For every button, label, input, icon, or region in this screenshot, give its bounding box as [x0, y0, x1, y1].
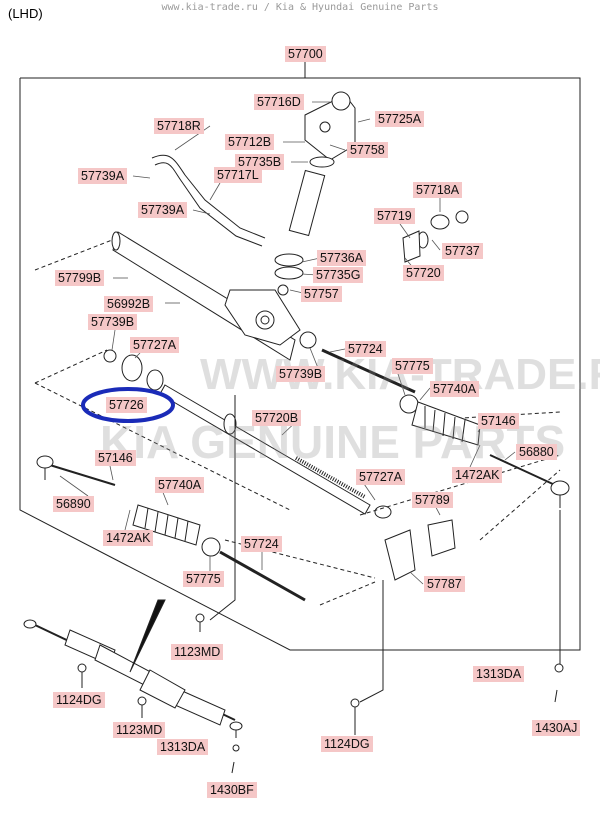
part-label-57720[interactable]: 57720 — [403, 265, 444, 281]
part-label-57719[interactable]: 57719 — [374, 208, 415, 224]
part-label-57789[interactable]: 57789 — [412, 492, 453, 508]
part-label-57736A[interactable]: 57736A — [317, 250, 367, 266]
part-label-57718R[interactable]: 57718R — [154, 118, 204, 134]
boot-left — [132, 504, 201, 546]
part-label-1123MD-upper[interactable]: 1123MD — [171, 644, 224, 660]
part-label-57739B-left[interactable]: 57739B — [88, 314, 138, 330]
boot-right — [411, 401, 481, 446]
part-label-57735B[interactable]: 57735B — [235, 154, 285, 170]
part-label-56880[interactable]: 56880 — [516, 444, 557, 460]
part-label-57739A-lower[interactable]: 57739A — [138, 202, 188, 218]
part-label-57740A-upper[interactable]: 57740A — [430, 381, 480, 397]
part-label-57727A-lower[interactable]: 57727A — [356, 469, 406, 485]
part-label-56992B[interactable]: 56992B — [104, 296, 154, 312]
site-url: www.kia-trade.ru / Kia & Hyundai Genuine… — [161, 2, 439, 13]
bolts — [77, 613, 564, 774]
part-label-57724-upper[interactable]: 57724 — [345, 341, 386, 357]
rack-housing — [111, 231, 301, 361]
part-label-1472AK-right[interactable]: 1472AK — [452, 467, 503, 483]
part-label-57799B[interactable]: 57799B — [55, 270, 105, 286]
assembly-overview — [23, 619, 243, 738]
part-label-57718A[interactable]: 57718A — [413, 182, 463, 198]
variant-label: (LHD) — [8, 6, 43, 21]
part-label-57724-lower[interactable]: 57724 — [241, 536, 282, 552]
valve-body — [274, 91, 356, 296]
part-label-57739A-upper[interactable]: 57739A — [78, 168, 128, 184]
tie-rod-end-right — [489, 454, 570, 508]
part-label-57727A-upper[interactable]: 57727A — [130, 337, 180, 353]
part-label-57775-lower[interactable]: 57775 — [183, 571, 224, 587]
highlight-ring — [81, 387, 175, 423]
frame-outline — [19, 77, 581, 651]
part-label-1430BF[interactable]: 1430BF — [207, 782, 257, 798]
part-label-56890[interactable]: 56890 — [53, 496, 94, 512]
part-label-57146-right[interactable]: 57146 — [478, 413, 519, 429]
part-label-57726[interactable]: 57726 — [106, 397, 147, 413]
part-label-1472AK-left[interactable]: 1472AK — [103, 530, 154, 546]
part-label-1124DG-right[interactable]: 1124DG — [321, 736, 373, 752]
rack-bar — [159, 384, 371, 515]
part-label-1430AJ[interactable]: 1430AJ — [532, 720, 581, 736]
part-label-57737[interactable]: 57737 — [442, 243, 483, 259]
part-label-1124DG-left[interactable]: 1124DG — [53, 692, 105, 708]
part-label-1313DA-left[interactable]: 1313DA — [157, 739, 209, 755]
part-label-57725A[interactable]: 57725A — [375, 111, 425, 127]
part-label-57716D[interactable]: 57716D — [254, 94, 304, 110]
part-label-57758[interactable]: 57758 — [347, 142, 388, 158]
part-label-1123MD-lower[interactable]: 1123MD — [113, 722, 166, 738]
part-label-1313DA-right[interactable]: 1313DA — [473, 666, 525, 682]
part-label-57739B-right[interactable]: 57739B — [276, 366, 326, 382]
part-label-57787[interactable]: 57787 — [424, 576, 465, 592]
part-label-57735G[interactable]: 57735G — [313, 267, 364, 283]
part-label-57700[interactable]: 57700 — [285, 46, 326, 62]
part-label-57757[interactable]: 57757 — [301, 286, 342, 302]
part-label-57717L[interactable]: 57717L — [214, 167, 262, 183]
part-label-57720B[interactable]: 57720B — [252, 410, 302, 426]
part-label-57775-upper[interactable]: 57775 — [392, 358, 433, 374]
part-label-57740A-lower[interactable]: 57740A — [155, 477, 205, 493]
tie-rod-end-left — [36, 455, 116, 486]
part-label-57712B[interactable]: 57712B — [225, 134, 275, 150]
part-label-57146-left[interactable]: 57146 — [95, 450, 136, 466]
